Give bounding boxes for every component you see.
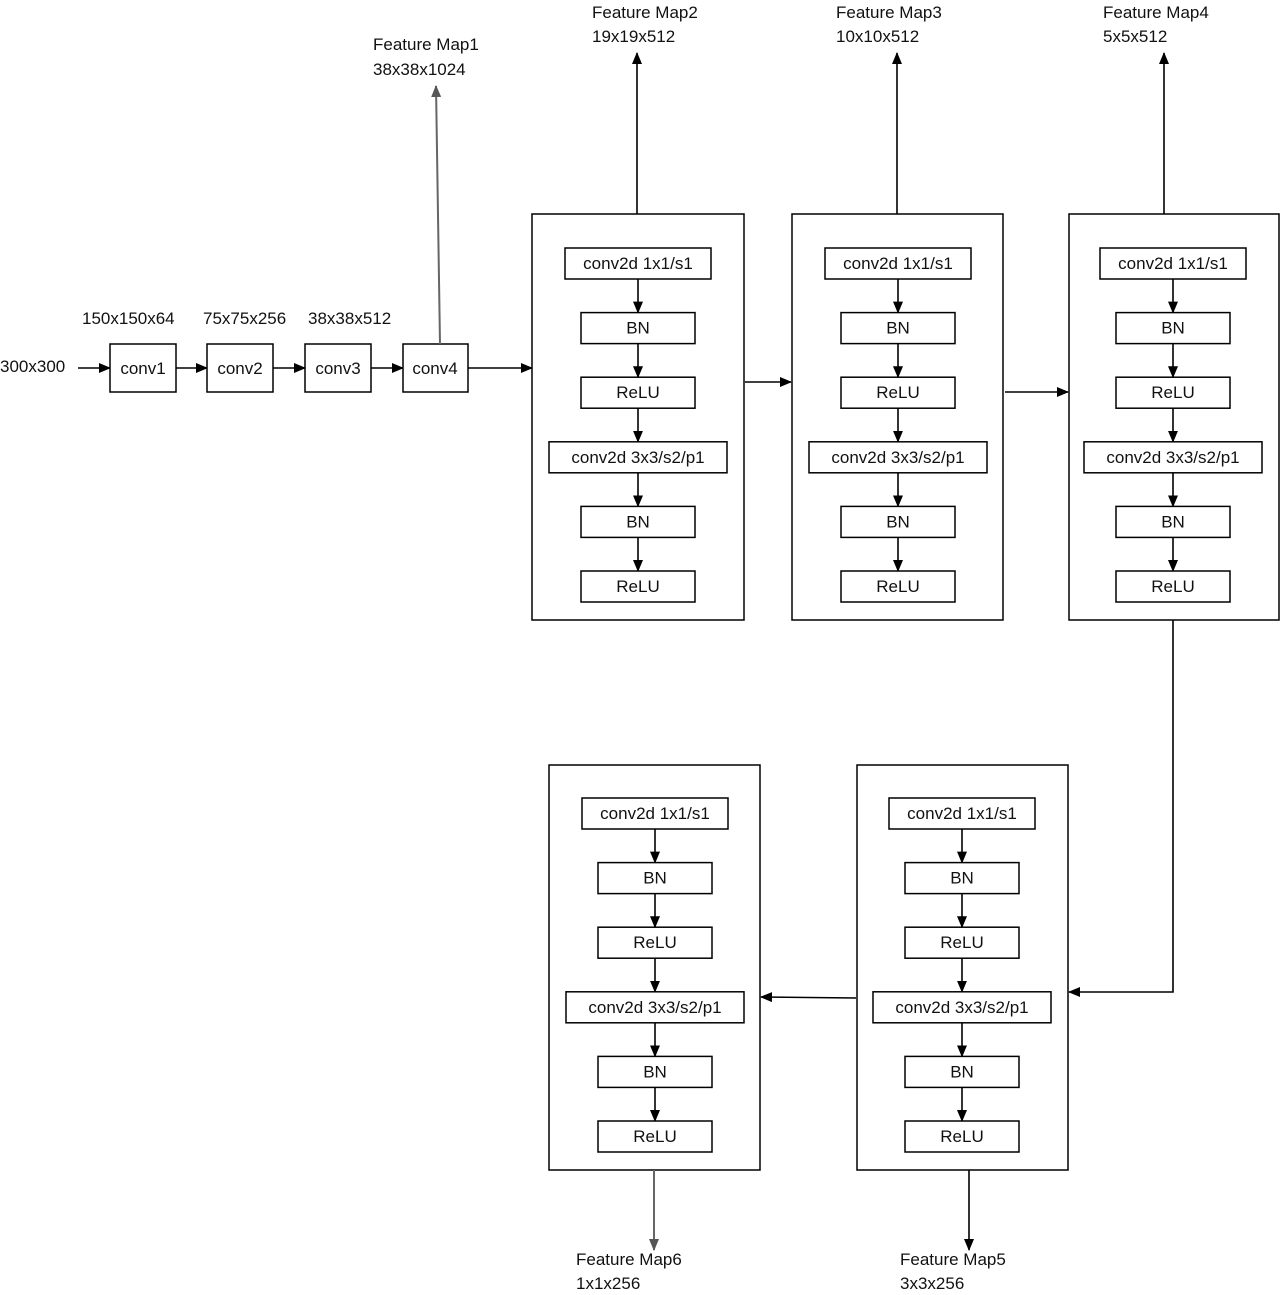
conv4-label: conv4: [412, 359, 457, 378]
input-size-label: 300x300: [0, 357, 65, 376]
conv1-node: conv1: [109, 343, 177, 393]
conv3-shape-label: 38x38x512: [308, 309, 391, 328]
block5-layer-6: ReLU: [904, 1120, 1020, 1153]
block1-layer-4: conv2d 3x3/s2/p1: [548, 441, 728, 474]
block6-layer-1-label: conv2d 1x1/s1: [600, 804, 710, 823]
block5-layer-5: BN: [904, 1055, 1020, 1089]
block1-layer-6-label: ReLU: [616, 577, 659, 596]
block5-layer-3-label: ReLU: [940, 933, 983, 952]
block2-layer-6: ReLU: [840, 570, 956, 603]
block6-layer-6: ReLU: [597, 1120, 713, 1153]
block6-layer-2: BN: [597, 861, 713, 895]
conv2-node: conv2: [206, 343, 274, 393]
block6-layer-6-label: ReLU: [633, 1127, 676, 1146]
block5-layer-2: BN: [904, 861, 1020, 895]
block2-layer-5: BN: [840, 505, 956, 539]
block1-layer-5-label: BN: [626, 512, 650, 531]
feature-map1-shape: 38x38x1024: [373, 60, 466, 79]
block6-layer-4: conv2d 3x3/s2/p1: [565, 991, 745, 1024]
block5-layer-6-label: ReLU: [940, 1127, 983, 1146]
block1-layer-3-label: ReLU: [616, 383, 659, 402]
block5-layer-2-label: BN: [950, 869, 974, 888]
block6-layer-5: BN: [597, 1055, 713, 1089]
edge-block3-block5: [1068, 620, 1174, 997]
block3-layer-5-label: BN: [1161, 512, 1185, 531]
feature-map5-shape: 3x3x256: [900, 1274, 964, 1293]
block3-layer-2: BN: [1115, 311, 1231, 345]
feature-map5-name: Feature Map5: [900, 1250, 1006, 1269]
block3-layer-5: BN: [1115, 505, 1231, 539]
block6-layer-4-label: conv2d 3x3/s2/p1: [588, 998, 721, 1017]
block5-layer-3: ReLU: [904, 926, 1020, 959]
conv2-shape-label: 75x75x256: [203, 309, 286, 328]
block6-layer-1: conv2d 1x1/s1: [581, 797, 729, 830]
block5-layer-1-label: conv2d 1x1/s1: [907, 804, 1017, 823]
block2-layer-2: BN: [840, 311, 956, 345]
feature-map4-name: Feature Map4: [1103, 3, 1209, 22]
block2-layer-3: ReLU: [840, 376, 956, 409]
edge-block5-block6: [760, 992, 857, 1003]
block2-layer-3-label: ReLU: [876, 383, 919, 402]
feature-map6-shape: 1x1x256: [576, 1274, 640, 1293]
conv1-label: conv1: [120, 359, 165, 378]
block2-layer-2-label: BN: [886, 319, 910, 338]
block1-layer-6: ReLU: [580, 570, 696, 603]
block5-layer-4: conv2d 3x3/s2/p1: [872, 991, 1052, 1024]
conv4-node: conv4: [402, 343, 469, 393]
block3-layer-4-label: conv2d 3x3/s2/p1: [1106, 448, 1239, 467]
block1-layer-1: conv2d 1x1/s1: [564, 247, 712, 280]
block5-layer-4-label: conv2d 3x3/s2/p1: [895, 998, 1028, 1017]
block3-layer-1: conv2d 1x1/s1: [1099, 247, 1247, 280]
feature-map2-shape: 19x19x512: [592, 27, 675, 46]
block1-layer-4-label: conv2d 3x3/s2/p1: [571, 448, 704, 467]
edge-conv4-featuremap1: [431, 85, 442, 345]
block3-layer-1-label: conv2d 1x1/s1: [1118, 254, 1228, 273]
block2-layer-5-label: BN: [886, 512, 910, 531]
block6-layer-5-label: BN: [643, 1062, 667, 1081]
block1-layer-2-label: BN: [626, 319, 650, 338]
conv3-label: conv3: [315, 359, 360, 378]
block1-layer-5: BN: [580, 505, 696, 539]
feature-map1-name: Feature Map1: [373, 35, 479, 54]
block2-layer-1: conv2d 1x1/s1: [824, 247, 972, 280]
feature-map3-name: Feature Map3: [836, 3, 942, 22]
feature-map2-name: Feature Map2: [592, 3, 698, 22]
block6-layer-2-label: BN: [643, 869, 667, 888]
block1-layer-2: BN: [580, 311, 696, 345]
block5-layer-5-label: BN: [950, 1062, 974, 1081]
block1-layer-3: ReLU: [580, 376, 696, 409]
block2-layer-6-label: ReLU: [876, 577, 919, 596]
conv2-label: conv2: [217, 359, 262, 378]
block6-layer-3: ReLU: [597, 926, 713, 959]
block3-layer-6: ReLU: [1115, 570, 1231, 603]
block3-layer-3: ReLU: [1115, 376, 1231, 409]
conv1-shape-label: 150x150x64: [82, 309, 175, 328]
block6-layer-3-label: ReLU: [633, 933, 676, 952]
block1-layer-1-label: conv2d 1x1/s1: [583, 254, 693, 273]
block5-layer-1: conv2d 1x1/s1: [888, 797, 1036, 830]
feature-map3-shape: 10x10x512: [836, 27, 919, 46]
block3-layer-3-label: ReLU: [1151, 383, 1194, 402]
feature-map4-shape: 5x5x512: [1103, 27, 1167, 46]
block2-layer-1-label: conv2d 1x1/s1: [843, 254, 953, 273]
block3-layer-2-label: BN: [1161, 319, 1185, 338]
block3-layer-6-label: ReLU: [1151, 577, 1194, 596]
block3-layer-4: conv2d 3x3/s2/p1: [1083, 441, 1263, 474]
block2-layer-4-label: conv2d 3x3/s2/p1: [831, 448, 964, 467]
conv3-node: conv3: [304, 343, 372, 393]
block2-layer-4: conv2d 3x3/s2/p1: [808, 441, 988, 474]
feature-map6-name: Feature Map6: [576, 1250, 682, 1269]
block3-frame: [1068, 213, 1280, 621]
